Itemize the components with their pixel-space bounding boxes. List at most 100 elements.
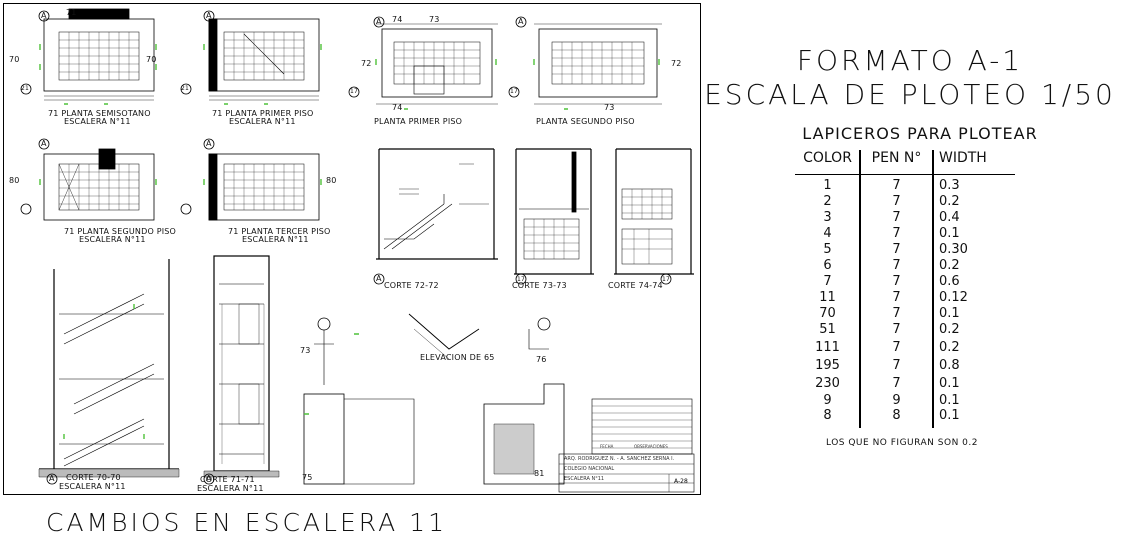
pen-pen-cell: 7: [892, 358, 901, 373]
drawing-sheet: A A A A 21 21 17 17 A A A 17 17 A A 70 7…: [3, 3, 701, 495]
corte-74-drawing: [614, 148, 694, 275]
dimension-accents: [39, 44, 660, 439]
pen-note: LOS QUE NO FIGURAN SON 0.2: [826, 438, 978, 448]
pen-pen-cell: 8: [892, 408, 901, 423]
revision-notes-header: OBSERVACIONES: [634, 444, 668, 449]
column-divider: [859, 150, 861, 428]
plan-segundo-a-drawing: [43, 148, 155, 221]
pen-width-cell: 0.30: [939, 242, 968, 257]
marker-70-right: 70: [146, 55, 157, 64]
pen-width-cell: 0.12: [939, 290, 968, 305]
plan-semisotano-drawing: [43, 8, 155, 101]
sub-plan-semisotano: ESCALERA N°11: [64, 117, 131, 126]
marker-a-7: A: [376, 274, 382, 283]
marker-21-2: 21: [181, 85, 190, 92]
pen-width-cell: 0.1: [939, 408, 960, 423]
plot-scale-label: ESCALA DE PLOTEO 1/50: [704, 78, 1116, 111]
pen-width-cell: 0.6: [939, 274, 960, 289]
pen-pen-cell: 7: [892, 258, 901, 273]
marker-a-4: A: [518, 17, 524, 26]
label-plan-primer-b: PLANTA PRIMER PISO: [374, 117, 463, 126]
label-corte-71: CORTE 71-71: [200, 475, 255, 484]
title-block-project: ESCALERA N°11: [564, 476, 605, 482]
drawing-title: CAMBIOS EN ESCALERA 11: [46, 508, 447, 537]
plan-segundo-b-drawing: [534, 23, 662, 105]
header-width: WIDTH: [939, 150, 987, 166]
format-label: FORMATO A-1: [796, 44, 1024, 77]
title-block-lines: [558, 398, 695, 493]
marker-17-2: 17: [510, 88, 519, 95]
plan-primer-a-drawing: [208, 18, 320, 101]
plan-tercer-drawing: [208, 153, 320, 221]
label-plan-segundo-b: PLANTA SEGUNDO PISO: [536, 117, 635, 126]
marker-a-2: A: [206, 11, 212, 20]
pen-table-header: COLOR PEN N° WIDTH: [795, 150, 1015, 175]
pen-pen-cell: 7: [892, 226, 901, 241]
label-plan-segundo-a: 71 PLANTA SEGUNDO PISO: [64, 227, 177, 236]
pen-color-cell: 9: [823, 393, 832, 408]
sub-corte-71: ESCALERA N°11: [197, 484, 264, 493]
title-block-school: COLEGIO NACIONAL: [564, 466, 615, 472]
label-plan-semisotano: 71 PLANTA SEMISOTANO: [48, 109, 151, 118]
pen-color-cell: 195: [815, 358, 840, 373]
marker-a-6: A: [206, 139, 212, 148]
marker-72-right: 72: [671, 59, 682, 68]
corte-71-drawing: [203, 255, 280, 478]
marker-17-4: 17: [662, 276, 671, 283]
pen-color-cell: 7: [823, 274, 832, 289]
marker-21-1: 21: [21, 85, 30, 92]
pen-width-cell: 0.3: [939, 178, 960, 193]
sub-corte-70: ESCALERA N°11: [59, 482, 126, 491]
pen-width-cell: 0.1: [939, 393, 960, 408]
pen-pen-cell: 7: [892, 322, 901, 337]
marker-17-3: 17: [517, 276, 526, 283]
marker-73-detail: 73: [300, 346, 311, 355]
pen-pen-cell: 7: [892, 242, 901, 257]
marker-73-bottom: 73: [604, 103, 615, 112]
pen-pen-cell: 7: [892, 274, 901, 289]
corte-70-drawing: [38, 259, 180, 478]
pen-color-cell: 3: [823, 210, 832, 225]
pen-pen-cell: 7: [892, 376, 901, 391]
cad-linework: [20, 8, 695, 493]
pen-color-cell: 111: [815, 340, 840, 355]
marker-81-detail: 81: [534, 469, 545, 478]
sub-plan-primer-a: ESCALERA N°11: [229, 117, 296, 126]
pen-color-cell: 6: [823, 258, 832, 273]
pen-width-cell: 0.1: [939, 306, 960, 321]
pen-pen-cell: 7: [892, 194, 901, 209]
plan-primer-b-drawing: [376, 23, 498, 105]
pen-pen-cell: 7: [892, 178, 901, 193]
pen-width-cell: 0.2: [939, 258, 960, 273]
marker-a-5: A: [41, 139, 47, 148]
revision-date-header: FECHA: [600, 444, 614, 449]
pen-color-cell: 5: [823, 242, 832, 257]
pen-width-cell: 0.1: [939, 226, 960, 241]
sub-plan-tercer: ESCALERA N°11: [242, 235, 309, 244]
label-plan-tercer: 71 PLANTA TERCER PISO: [228, 227, 331, 236]
marker-75-detail: 75: [302, 473, 313, 482]
pen-color-cell: 11: [819, 290, 836, 305]
pen-width-cell: 0.8: [939, 358, 960, 373]
pen-width-cell: 0.1: [939, 376, 960, 391]
pen-color-cell: 8: [823, 408, 832, 423]
title-block-authors: ARQ. RODRIGUEZ N. - A. SANCHEZ SERNA I.: [564, 456, 675, 462]
corte-73-drawing: [514, 148, 594, 275]
pen-width-cell: 0.2: [939, 340, 960, 355]
pen-color-cell: 4: [823, 226, 832, 241]
marker-76-detail: 76: [536, 355, 547, 364]
marker-80-left: 80: [9, 176, 20, 185]
marker-a-9: A: [206, 474, 212, 483]
pen-color-cell: 70: [819, 306, 836, 321]
